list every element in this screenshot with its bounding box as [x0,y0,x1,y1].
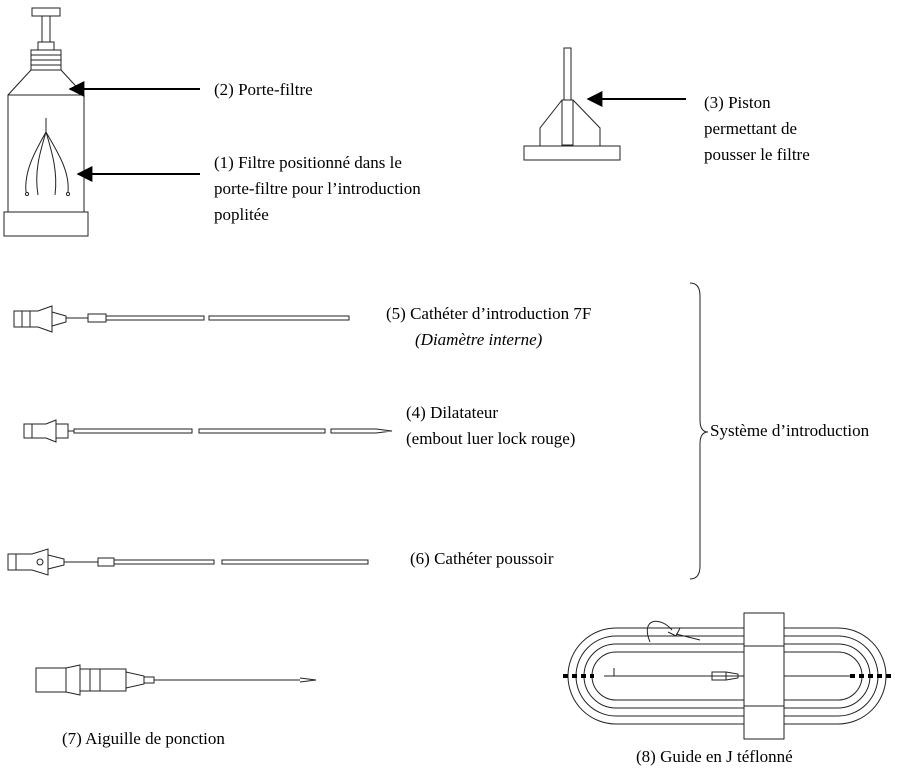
j-guidewire-drawing [563,612,892,740]
label-dilatateur-line-2: (embout luer lock rouge) [406,429,576,448]
label-catheter-introduction: (5) Cathéter d’introduction 7F (Diamètre… [386,301,591,353]
pusher-catheter-drawing [7,548,369,576]
label-filtre-line-2: porte-filtre pour l’introduction [214,179,421,198]
label-systeme-introduction: Système d’introduction [710,421,870,440]
system-brace [689,282,709,580]
label-filtre-line-1: (1) Filtre positionné dans le [214,153,402,172]
label-catheter-introduction-note: (Diamètre interne) [415,330,543,349]
piston-drawing [523,47,621,161]
filter-holder-drawing [3,7,89,237]
label-dilatateur: (4) Dilatateur (embout luer lock rouge) [406,400,575,452]
label-dilatateur-line-1: (4) Dilatateur [406,403,499,422]
label-filtre-line-3: poplitée [214,205,269,224]
label-aiguille: (7) Aiguille de ponction [62,729,225,748]
dilator-drawing [23,419,393,443]
label-piston-line-1: (3) Piston [704,93,771,112]
introducer-catheter-drawing [13,305,350,333]
label-catheter-poussoir: (6) Cathéter poussoir [410,549,554,568]
label-filtre: (1) Filtre positionné dans le porte-filt… [214,150,421,228]
label-catheter-introduction-title: (5) Cathéter d’introduction 7F [386,304,592,323]
label-piston-line-3: pousser le filtre [704,145,810,164]
label-guide: (8) Guide en J téflonné [636,747,793,766]
label-piston-line-2: permettant de [704,119,797,138]
puncture-needle-drawing [35,664,317,696]
label-porte-filtre: (2) Porte-filtre [214,80,313,99]
label-piston: (3) Piston permettant de pousser le filt… [704,90,810,168]
